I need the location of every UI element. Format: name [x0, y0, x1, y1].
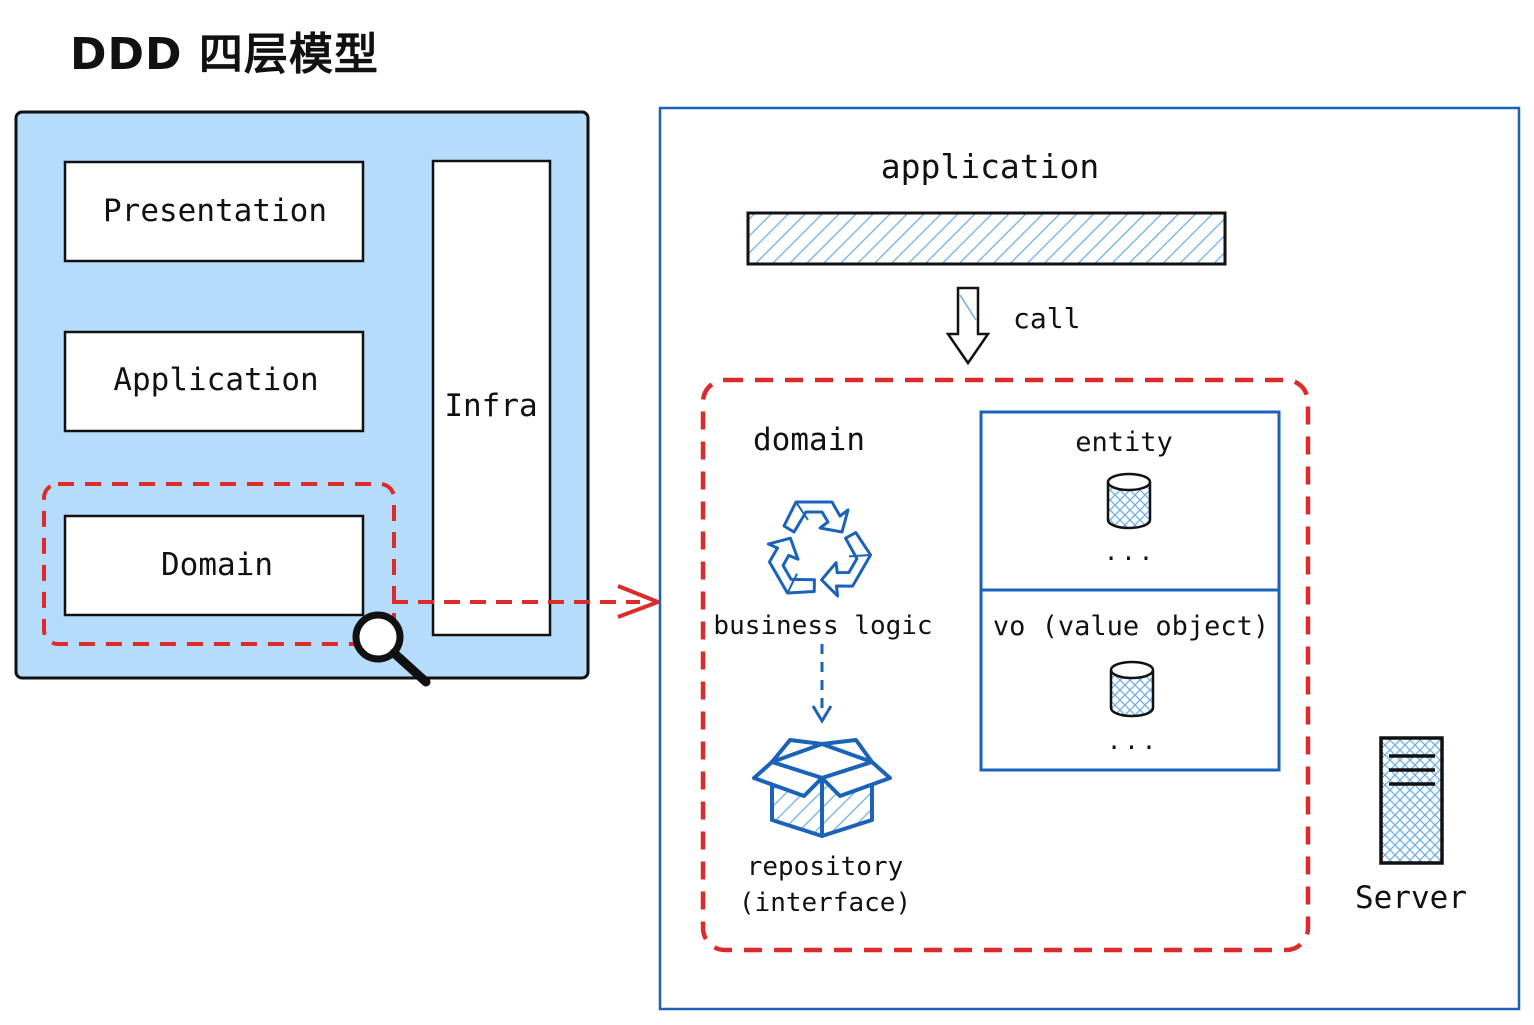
- recycle-icon: [766, 500, 873, 598]
- application-label: Application: [113, 362, 319, 398]
- infra-label: Infra: [444, 388, 538, 424]
- server-label: Server: [1355, 880, 1467, 916]
- domain-layer-box: [63, 514, 365, 617]
- database-icon: [1106, 472, 1152, 530]
- presentation-layer-box: [63, 160, 365, 263]
- entity-ellipsis: ...: [1103, 538, 1157, 566]
- zoom-arrowhead-icon: [617, 584, 664, 619]
- business-logic-label: business logic: [713, 611, 933, 641]
- box-icon: [752, 738, 892, 838]
- page-title: DDD 四层模型: [70, 29, 379, 80]
- application-layer-box: [63, 330, 365, 433]
- value-object-label: vo (value object): [992, 611, 1270, 642]
- domain-region-dashed: [700, 377, 1311, 953]
- database-icon: [1109, 660, 1155, 718]
- domain-highlight-dashed: [42, 482, 396, 646]
- domain-title: domain: [753, 422, 865, 458]
- presentation-label: Presentation: [103, 193, 327, 229]
- call-label: call: [1013, 302, 1081, 335]
- value-object-ellipsis: ...: [1106, 727, 1160, 755]
- magnifier-icon: [352, 611, 431, 687]
- arrow-down-icon: [945, 286, 991, 366]
- server-icon: [1379, 736, 1444, 865]
- domain-label: Domain: [161, 547, 273, 583]
- entity-label: entity: [1075, 427, 1173, 458]
- depends-on-arrowhead-icon: [811, 705, 833, 724]
- infra-layer-box: [431, 159, 552, 637]
- repository-label: repository (interface): [738, 852, 912, 918]
- application-bar: [746, 211, 1227, 266]
- application-title: application: [880, 147, 1100, 186]
- arrow-hatch: [959, 294, 977, 321]
